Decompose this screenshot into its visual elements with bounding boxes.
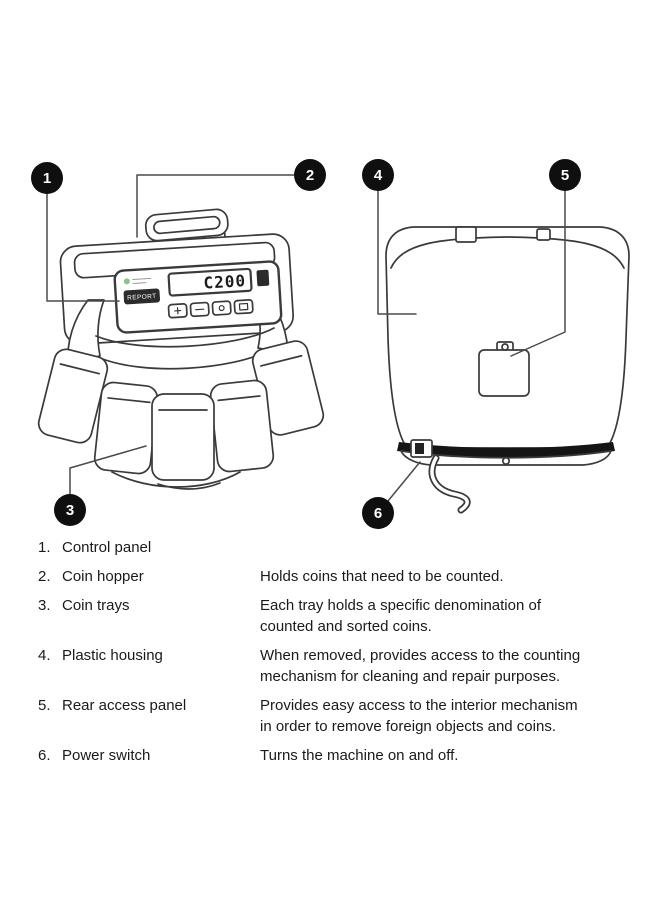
- machine-line-art: C200 REPORT: [37, 174, 630, 514]
- base-arc-2: [157, 482, 221, 490]
- power-cord: [428, 454, 471, 514]
- panel-buttons: [167, 299, 254, 319]
- callout-number: 4: [373, 166, 383, 184]
- legend-number: 4.: [38, 647, 51, 664]
- base-screw: [501, 456, 511, 466]
- legend-item-plastic-housing: 4. Plastic housing When removed, provide…: [38, 645, 630, 687]
- callout-number: 1: [42, 169, 52, 187]
- legend-item-coin-hopper: 2. Coin hopper Holds coins that need to …: [38, 566, 630, 587]
- legend-item-control-panel: 1. Control panel: [38, 537, 630, 558]
- brand-logo: [123, 277, 152, 285]
- coin-tray: [151, 393, 215, 481]
- panel-side-key: [256, 269, 270, 287]
- power-switch: [410, 439, 433, 458]
- legend-item-coin-trays: 3. Coin trays Each tray holds a specific…: [38, 595, 630, 637]
- report-button: [123, 288, 161, 305]
- legend-label: Plastic housing: [62, 647, 163, 664]
- mid-body-curve-2: [99, 349, 271, 370]
- legend-number: 3.: [38, 597, 51, 614]
- callout-badge-3: 3: [54, 494, 86, 526]
- plastic-housing: [385, 226, 630, 449]
- mid-body-curve: [95, 327, 275, 348]
- base-arc: [111, 471, 241, 488]
- housing-rim: [390, 236, 625, 269]
- top-latch: [455, 226, 477, 243]
- led-display: [167, 267, 253, 297]
- display-value: C200: [203, 271, 247, 293]
- callout-lines: [46, 174, 566, 502]
- legend-label: Control panel: [62, 539, 152, 556]
- legend-number: 2.: [38, 568, 51, 585]
- callout-badge-1: 1: [31, 162, 63, 194]
- legend-description: Provides easy access to the interior mec…: [260, 697, 578, 735]
- legend-number: 5.: [38, 697, 51, 714]
- callout-number: 2: [305, 166, 315, 184]
- top-latch: [536, 228, 551, 241]
- machine-diagram: C200 REPORT: [31, 159, 630, 529]
- coin-tray: [251, 340, 325, 436]
- callout-badge-5: 5: [549, 159, 581, 191]
- callout-badge-6: 6: [362, 497, 394, 529]
- rear-access-panel: [478, 341, 530, 397]
- report-button-label: REPORT: [127, 293, 157, 302]
- callout-line-1: [46, 193, 120, 302]
- legend-description: Turns the machine on and off.: [260, 747, 459, 764]
- legend-label: Coin trays: [62, 597, 130, 614]
- coin-tray: [37, 348, 109, 444]
- legend-description: Holds coins that need to be counted.: [260, 568, 504, 585]
- legend-description: Each tray holds a specific denomination …: [260, 597, 541, 635]
- control-panel: C200 REPORT: [113, 260, 283, 334]
- legend-description: [260, 537, 592, 558]
- callout-line-4: [377, 190, 417, 315]
- legend-item-rear-access-panel: 5. Rear access panel Provides easy acces…: [38, 695, 630, 737]
- front-machine-drawing: C200 REPORT: [37, 208, 325, 490]
- coin-tray: [93, 381, 159, 475]
- legend-number: 1.: [38, 539, 51, 556]
- callout-number: 3: [65, 501, 75, 519]
- coin-tray: [209, 379, 275, 473]
- callout-line-2: [136, 174, 295, 238]
- callout-number: 6: [373, 504, 383, 522]
- callout-number: 5: [560, 166, 570, 184]
- callout-badge-2: 2: [294, 159, 326, 191]
- callout-line-5: [510, 190, 566, 357]
- base-band: [397, 442, 615, 458]
- callout-line-6: [387, 461, 421, 502]
- legend-number: 6.: [38, 747, 51, 764]
- coin-trays: [37, 340, 325, 481]
- legend: 1. Control panel 2. Coin hopper Holds co…: [38, 537, 630, 774]
- legend-label: Coin hopper: [62, 568, 144, 585]
- legend-label: Rear access panel: [62, 697, 187, 714]
- rear-machine-drawing: [385, 226, 630, 514]
- callout-line-3: [69, 445, 147, 495]
- legend-item-power-switch: 6. Power switch Turns the machine on and…: [38, 745, 630, 766]
- legend-label: Power switch: [62, 747, 151, 764]
- callout-badge-4: 4: [362, 159, 394, 191]
- legend-description: When removed, provides access to the cou…: [260, 647, 581, 685]
